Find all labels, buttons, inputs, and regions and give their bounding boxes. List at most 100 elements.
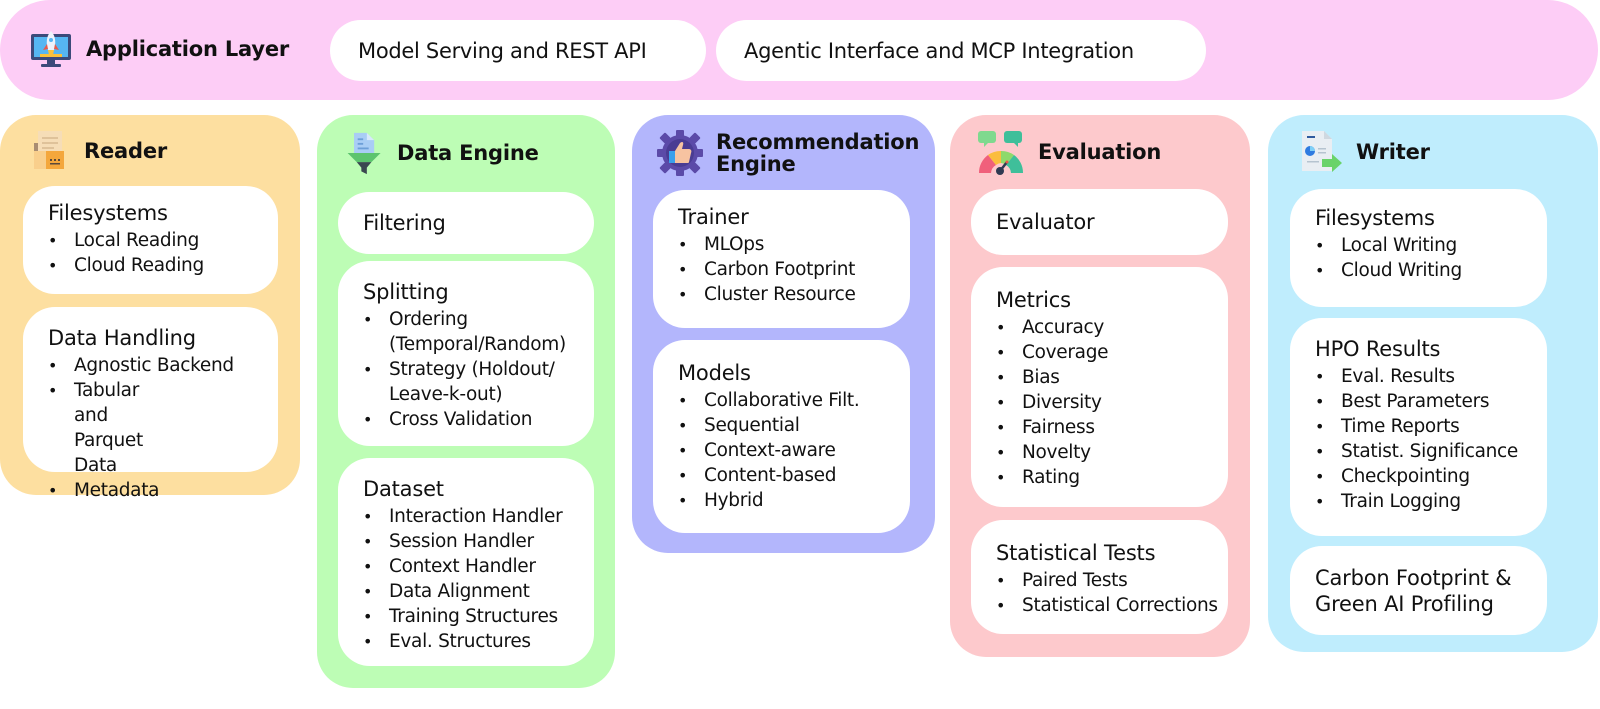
card-title: Trainer bbox=[678, 205, 749, 229]
data-engine-header: Data Engine bbox=[345, 131, 539, 175]
list-item: Cluster Resource bbox=[678, 282, 886, 307]
bullet-list: Agnostic Backend Tabular and Parquet Dat… bbox=[48, 353, 254, 503]
bullet-list: Accuracy Coverage Bias Diversity Fairnes… bbox=[996, 315, 1204, 490]
list-item: Data Alignment bbox=[363, 579, 570, 604]
evaluation-column: Evaluation Evaluator Metrics Accuracy Co… bbox=[950, 115, 1250, 657]
card-title: Filesystems bbox=[48, 201, 168, 225]
list-item: Strategy (Holdout/ Leave-k-out) bbox=[363, 357, 563, 407]
thumbs-up-gear-icon bbox=[656, 129, 704, 177]
list-item: Train Logging bbox=[1315, 489, 1523, 514]
list-item: Rating bbox=[996, 465, 1204, 490]
list-item: Training Structures bbox=[363, 604, 570, 629]
writer-hpo-results-card: HPO Results Eval. Results Best Parameter… bbox=[1290, 318, 1547, 536]
card-title: Carbon Footprint & Green AI Profiling bbox=[1315, 565, 1512, 616]
evaluation-evaluator-card: Evaluator bbox=[971, 189, 1228, 255]
data-engine-title: Data Engine bbox=[397, 141, 539, 165]
data-funnel-icon bbox=[345, 131, 385, 175]
evaluation-statistical-tests-card: Statistical Tests Paired Tests Statistic… bbox=[971, 520, 1228, 634]
card-title: Data Handling bbox=[48, 326, 196, 350]
reader-title: Reader bbox=[84, 139, 168, 163]
reader-filesystems-card: Filesystems Local Reading Cloud Reading bbox=[23, 186, 278, 294]
list-item: Checkpointing bbox=[1315, 464, 1523, 489]
list-item: Bias bbox=[996, 365, 1204, 390]
list-item: Interaction Handler bbox=[363, 504, 570, 529]
list-item: Paired Tests bbox=[996, 568, 1204, 593]
data-engine-splitting-card: Splitting Ordering (Temporal/Random) Str… bbox=[338, 261, 594, 446]
writer-carbon-footprint-card: Carbon Footprint & Green AI Profiling bbox=[1290, 546, 1547, 635]
card-title: Filtering bbox=[363, 211, 446, 235]
recommendation-trainer-card: Trainer MLOps Carbon Footprint Cluster R… bbox=[653, 190, 910, 328]
bullet-list: MLOps Carbon Footprint Cluster Resource bbox=[678, 232, 886, 307]
writer-column: Writer Filesystems Local Writing Cloud W… bbox=[1268, 115, 1598, 652]
application-layer: Application Layer Model Serving and REST… bbox=[0, 0, 1598, 100]
card-title: Evaluator bbox=[996, 210, 1095, 234]
list-item: Eval. Structures bbox=[363, 629, 570, 654]
list-item: Eval. Results bbox=[1315, 364, 1523, 389]
data-engine-column: Data Engine Filtering Splitting Ordering… bbox=[317, 115, 615, 688]
card-title: Filesystems bbox=[1315, 206, 1435, 230]
list-item: Ordering (Temporal/Random) bbox=[363, 307, 566, 357]
agentic-interface-mcp-integration: Agentic Interface and MCP Integration bbox=[716, 20, 1206, 81]
list-item: Statistical Corrections bbox=[996, 593, 1218, 618]
application-layer-title: Application Layer bbox=[86, 37, 290, 61]
list-item: Sequential bbox=[678, 413, 886, 438]
evaluation-header: Evaluation bbox=[976, 129, 1161, 175]
application-layer-header: Application Layer bbox=[30, 28, 289, 70]
card-title: Statistical Tests bbox=[996, 541, 1156, 565]
list-item: Hybrid bbox=[678, 488, 886, 513]
list-item: Content-based bbox=[678, 463, 886, 488]
bullet-list: Interaction Handler Session Handler Cont… bbox=[363, 504, 570, 654]
bullet-list: Paired Tests Statistical Corrections bbox=[996, 568, 1218, 618]
list-item: Cloud Reading bbox=[48, 253, 254, 278]
list-item: Diversity bbox=[996, 390, 1204, 415]
report-export-icon bbox=[1298, 129, 1344, 175]
evaluation-title: Evaluation bbox=[1038, 140, 1162, 164]
list-item: Metadata bbox=[48, 478, 254, 503]
list-item: Best Parameters bbox=[1315, 389, 1523, 414]
document-folder-icon bbox=[32, 129, 72, 173]
recommendation-engine-title-line-2: Engine bbox=[716, 152, 796, 176]
evaluation-metrics-card: Metrics Accuracy Coverage Bias Diversity… bbox=[971, 267, 1228, 507]
card-title: Dataset bbox=[363, 477, 444, 501]
reader-data-handling-card: Data Handling Agnostic Backend Tabular a… bbox=[23, 307, 278, 503]
list-item: Context Handler bbox=[363, 554, 570, 579]
list-item: Coverage bbox=[996, 340, 1204, 365]
bullet-list: Local Writing Cloud Writing bbox=[1315, 233, 1523, 283]
list-item: Carbon Footprint bbox=[678, 257, 886, 282]
list-item: Accuracy bbox=[996, 315, 1204, 340]
writer-header: Writer bbox=[1298, 129, 1430, 175]
bullet-list: Ordering (Temporal/Random) Strategy (Hol… bbox=[363, 307, 570, 432]
gauge-feedback-icon bbox=[976, 129, 1026, 175]
list-item: Cloud Writing bbox=[1315, 258, 1523, 283]
list-item: Session Handler bbox=[363, 529, 570, 554]
recommendation-engine-column: Recommendation Engine Trainer MLOps Carb… bbox=[632, 115, 935, 553]
list-item: Novelty bbox=[996, 440, 1204, 465]
reader-header: Reader bbox=[32, 129, 167, 173]
bullet-list: Local Reading Cloud Reading bbox=[48, 228, 254, 278]
card-title: Models bbox=[678, 361, 751, 385]
recommendation-models-card: Models Collaborative Filt. Sequential Co… bbox=[653, 340, 910, 533]
list-item: Local Reading bbox=[48, 228, 254, 253]
card-title: Metrics bbox=[996, 288, 1071, 312]
list-item: Cross Validation bbox=[363, 407, 570, 432]
rocket-monitor-icon bbox=[30, 29, 72, 69]
recommendation-engine-title-line-1: Recommendation bbox=[716, 130, 920, 154]
list-item: Local Writing bbox=[1315, 233, 1523, 258]
writer-filesystems-card: Filesystems Local Writing Cloud Writing bbox=[1290, 189, 1547, 307]
data-engine-filtering-card: Filtering bbox=[338, 192, 594, 254]
list-item: Agnostic Backend bbox=[48, 353, 254, 378]
list-item: Context-aware bbox=[678, 438, 886, 463]
list-item: MLOps bbox=[678, 232, 886, 257]
recommendation-engine-header: Recommendation Engine bbox=[656, 129, 919, 177]
bullet-list: Eval. Results Best Parameters Time Repor… bbox=[1315, 364, 1523, 514]
model-serving-rest-api: Model Serving and REST API bbox=[330, 20, 706, 81]
card-title: HPO Results bbox=[1315, 337, 1441, 361]
data-engine-dataset-card: Dataset Interaction Handler Session Hand… bbox=[338, 458, 594, 666]
list-item: Time Reports bbox=[1315, 414, 1523, 439]
list-item: Statist. Significance bbox=[1315, 439, 1523, 464]
bullet-list: Collaborative Filt. Sequential Context-a… bbox=[678, 388, 886, 513]
list-item: Tabular and Parquet Data bbox=[48, 378, 178, 478]
reader-column: Reader Filesystems Local Reading Cloud R… bbox=[0, 115, 300, 503]
card-title: Splitting bbox=[363, 280, 449, 304]
writer-title: Writer bbox=[1356, 140, 1430, 164]
